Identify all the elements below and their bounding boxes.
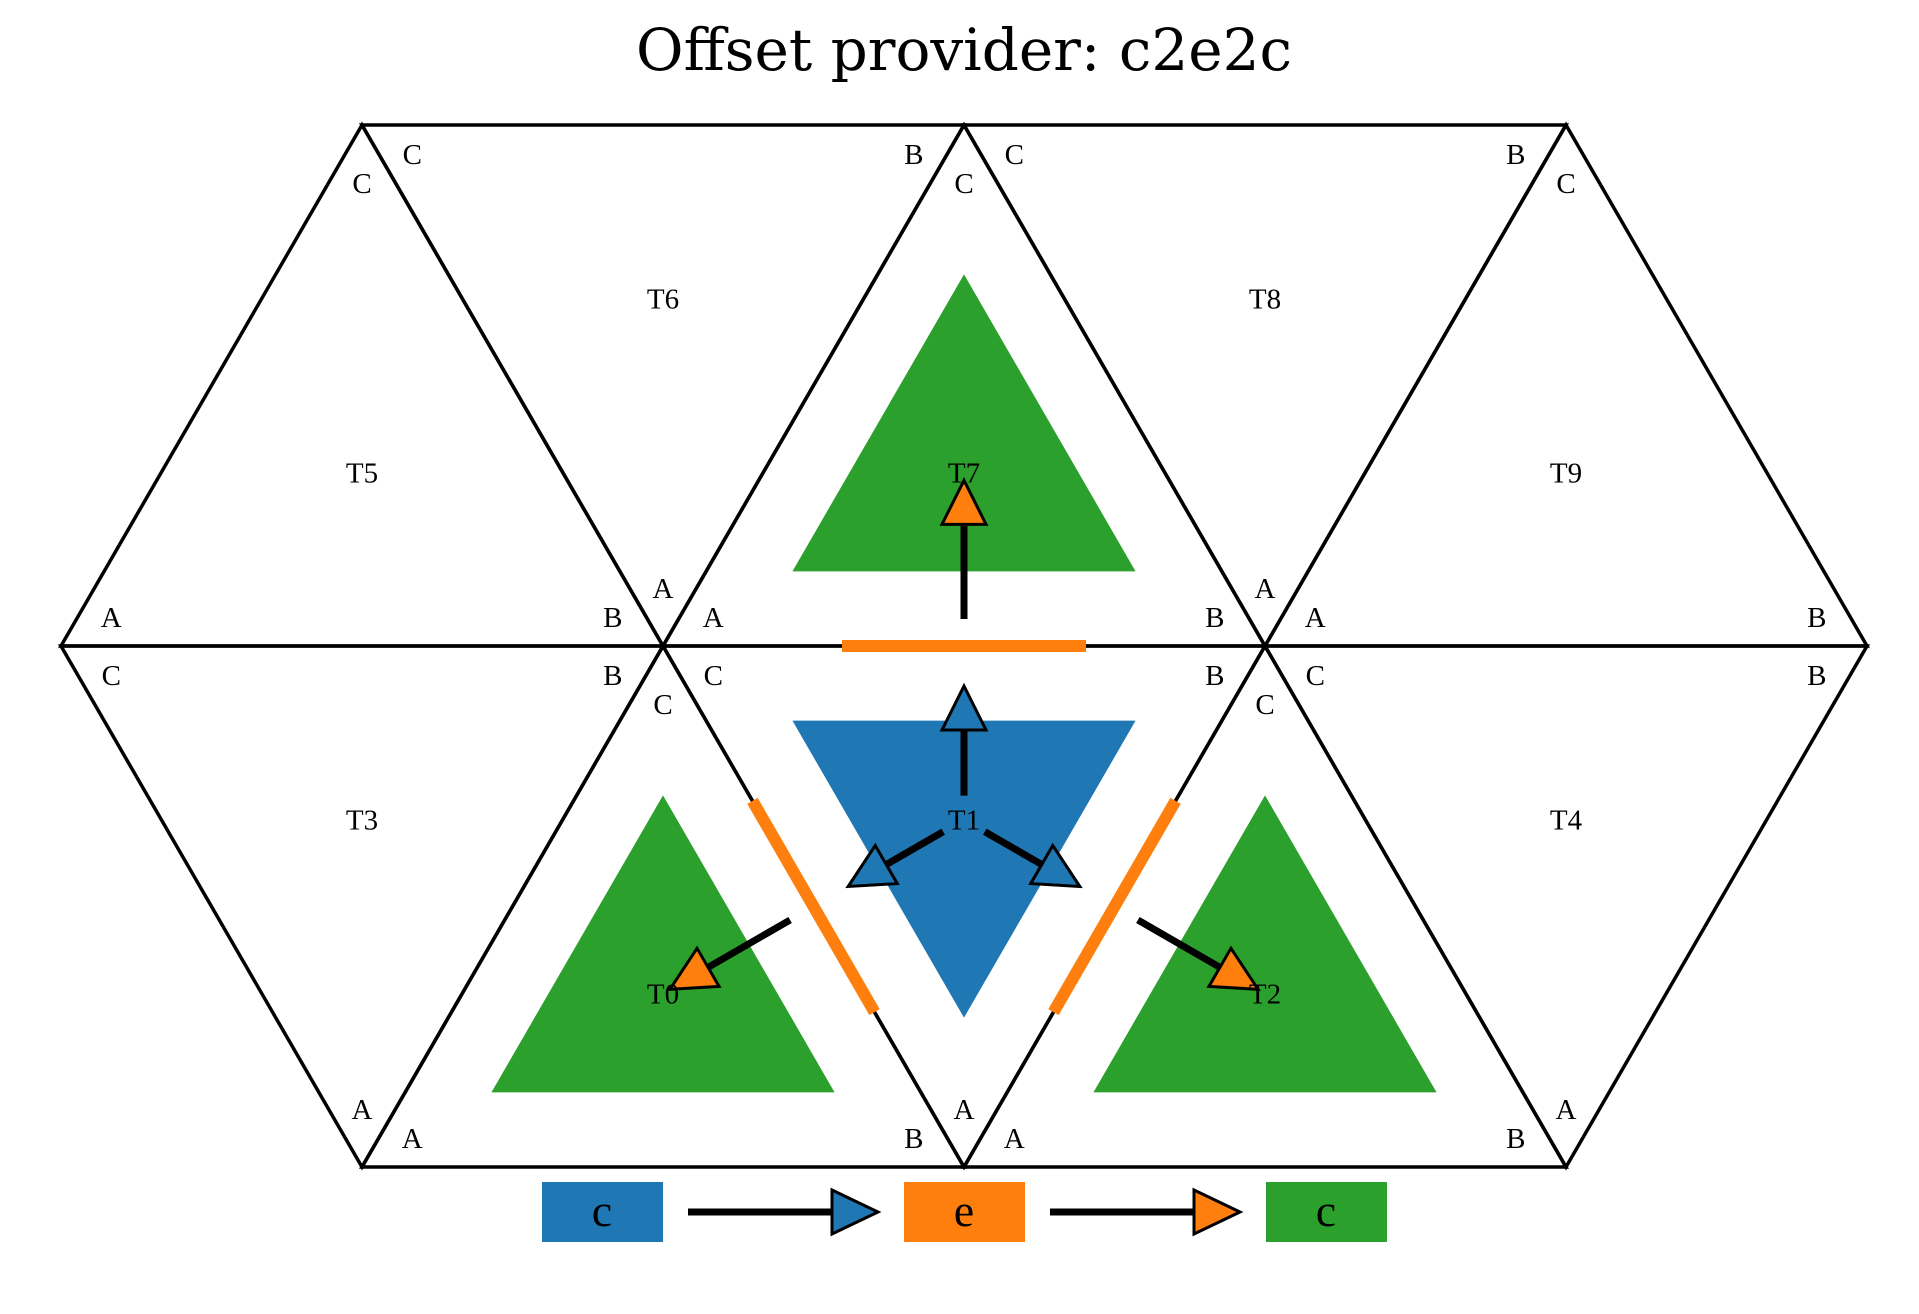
legend-arrow-2-head [1192,1187,1244,1237]
shared-edge-t1-t0 [747,797,880,1016]
vertex-label-t0-c: C [653,689,672,721]
arrow-edge-to-cell-head-t7 [939,476,989,526]
vertex-label-t3-c: C [102,660,121,692]
arrow-cell-to-edge-shaft-t2 [983,828,1047,870]
vertex-label-t2-b: B [1506,1123,1525,1155]
vertex-label-t8-a: A [1255,573,1276,605]
triangle-t9-outline [1261,121,1871,648]
vertex-label-t1-a: A [954,1094,975,1126]
vertex-label-t4-b: B [1807,660,1826,692]
triangle-label-t5: T5 [346,457,378,489]
triangle-label-t3: T3 [346,805,378,837]
vertex-label-t5-a: A [101,602,122,634]
neighbor-cell-highlight-t2 [1093,795,1437,1093]
triangle-label-t6: T6 [647,284,679,316]
vertex-label-t3-a: A [352,1094,373,1126]
arrow-cell-to-edge-head-t7 [939,682,989,732]
vertex-label-t7-c: C [954,168,973,200]
connectivity-arrows [667,476,1261,992]
arrow-edge-to-cell-shaft-t0 [702,916,792,973]
vertex-label-t7-a: A [703,602,724,634]
vertex-label-t4-c: C [1306,660,1325,692]
triangle-t5-outline [57,121,667,648]
triangle-label-t4: T4 [1550,805,1583,837]
shared-edge-t1-t2 [1048,797,1181,1016]
vertex-label-t5-c: C [352,168,371,200]
legend-source-cell-label: c [592,1185,612,1236]
diagram-title: Offset provider: c2e2c [636,16,1292,84]
arrow-cell-to-edge-head-t0 [845,842,900,889]
vertex-label-t9-a: A [1305,602,1326,634]
arrow-edge-to-cell-head-t0 [667,945,722,992]
legend-edge-swatch [904,1182,1025,1242]
vertex-label-t6-b: B [904,139,923,171]
arrow-cell-to-edge-head-t2 [1028,842,1083,889]
vertex-label-t9-c: C [1556,168,1575,200]
triangle-label-t7: T7 [948,457,980,489]
vertex-label-t7-b: B [1205,602,1224,634]
triangle-label-t9: T9 [1550,457,1582,489]
vertex-label-t8-b: B [1506,139,1525,171]
vertex-label-t3-b: B [603,660,622,692]
highlighted-cells [491,274,1437,1093]
arrow-edge-to-cell-shaft-t2 [1136,916,1226,973]
vertex-label-t6-c: C [403,139,422,171]
vertex-label-t6-a: A [653,573,674,605]
legend: c e c [542,1182,1387,1242]
vertex-label-t4-a: A [1556,1094,1577,1126]
vertex-label-t5-b: B [603,602,622,634]
triangle-label-t2: T2 [1249,978,1281,1010]
vertex-label-t0-b: B [904,1123,923,1155]
legend-target-cell-label: c [1316,1185,1336,1236]
neighbor-cell-highlight-t7 [792,274,1136,572]
vertex-label-t1-b: B [1205,660,1224,692]
vertex-label-t2-c: C [1255,689,1274,721]
arrow-cell-to-edge-shaft-t0 [881,828,945,870]
arrow-edge-to-cell-head-t2 [1206,945,1261,992]
vertex-label-t2-a: A [1004,1123,1025,1155]
legend-arrow-1-head [830,1187,882,1237]
vertex-label-t8-c: C [1005,139,1024,171]
source-cell-highlight [792,720,1136,1018]
triangle-label-t1: T1 [948,805,980,837]
legend-source-cell-swatch [542,1182,663,1242]
vertex-label-t0-a: A [402,1123,423,1155]
legend-target-cell-swatch [1266,1182,1387,1242]
neighbor-cell-highlight-t0 [491,795,835,1093]
legend-edge-label: e [954,1185,974,1236]
vertex-label-t1-c: C [704,660,723,692]
triangle-label-t8: T8 [1249,284,1281,316]
vertex-label-t9-b: B [1807,602,1826,634]
triangle-label-t0: T0 [647,978,679,1010]
